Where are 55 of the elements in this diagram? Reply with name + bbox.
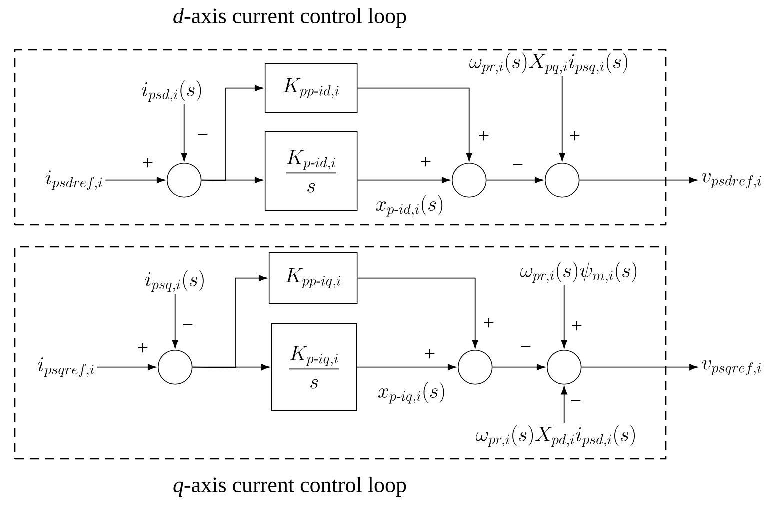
sign-label: − bbox=[571, 400, 581, 402]
gain-block: $K_{pp\text{-}id,i}$ bbox=[264, 63, 358, 114]
transfer-block: $\frac{K_{p\text{-}iq,i}}{s}$ bbox=[271, 323, 358, 412]
signal-label: $i_{psdref,i}$ bbox=[46, 170, 102, 190]
sign-label: − bbox=[198, 134, 208, 136]
arrow bbox=[357, 88, 473, 162]
summing-junction bbox=[166, 162, 202, 198]
sign-label: + bbox=[421, 157, 431, 167]
signal-label: $i_{psq,i}(s)$ bbox=[145, 270, 204, 292]
summing-junction bbox=[158, 350, 193, 385]
arrow bbox=[356, 364, 456, 371]
sign-label: + bbox=[138, 343, 148, 353]
signal-label: $x_{p\text{-}iq,i}(s)$ bbox=[378, 382, 444, 404]
sign-label: − bbox=[521, 346, 531, 348]
arrow bbox=[581, 364, 698, 371]
sign-label: + bbox=[570, 131, 580, 141]
arrow bbox=[486, 177, 544, 184]
signal-label: $\omega_{pr,i}(s)X_{pd,i}i_{psd,i}(s)$ bbox=[476, 426, 636, 448]
arrow bbox=[357, 278, 479, 348]
arrow bbox=[559, 76, 566, 162]
signal-label: $\omega_{pr,i}(s)X_{pq,i}i_{psq,i}(s)$ bbox=[470, 52, 628, 74]
signal-label: $v_{psdref,i}$ bbox=[702, 173, 762, 189]
arrow bbox=[561, 284, 568, 348]
node-label: d-axis current control loop bbox=[174, 8, 406, 28]
arrow bbox=[201, 177, 264, 184]
sign-label: + bbox=[425, 349, 435, 359]
signal-label: $i_{psd,i}(s)$ bbox=[142, 80, 202, 102]
signal-label: $x_{p\text{-}id,i}(s)$ bbox=[376, 195, 443, 217]
gain-block: $K_{pp\text{-}iq,i}$ bbox=[268, 252, 358, 304]
signal-label: $\omega_{pr,i}(s)\psi_{m,i}(s)$ bbox=[520, 262, 637, 284]
arrow bbox=[579, 177, 698, 184]
sign-label: + bbox=[572, 321, 582, 331]
arrow bbox=[192, 275, 268, 368]
arrow bbox=[561, 386, 568, 424]
sign-label: + bbox=[143, 158, 153, 168]
signal-label: $v_{psqref,i}$ bbox=[702, 360, 761, 376]
signal-label: $i_{psqref,i}$ bbox=[38, 358, 94, 378]
transfer-block: $\frac{K_{p\text{-}id,i}}{s}$ bbox=[264, 131, 358, 212]
summing-junction bbox=[544, 162, 580, 198]
arrow bbox=[172, 294, 179, 348]
arrow bbox=[201, 85, 264, 182]
summing-junction bbox=[452, 162, 487, 198]
arrow bbox=[96, 364, 156, 371]
arrow bbox=[181, 104, 188, 162]
arrow bbox=[192, 364, 270, 371]
summing-junction bbox=[546, 350, 582, 385]
sign-label: − bbox=[513, 164, 523, 166]
arrow bbox=[492, 364, 546, 371]
arrow bbox=[105, 177, 166, 184]
arrow bbox=[357, 177, 450, 184]
node-label: q-axis current control loop bbox=[174, 477, 406, 497]
sign-label: − bbox=[183, 324, 193, 326]
sign-label: + bbox=[484, 318, 494, 328]
sign-label: + bbox=[479, 131, 489, 141]
summing-junction bbox=[458, 350, 493, 385]
